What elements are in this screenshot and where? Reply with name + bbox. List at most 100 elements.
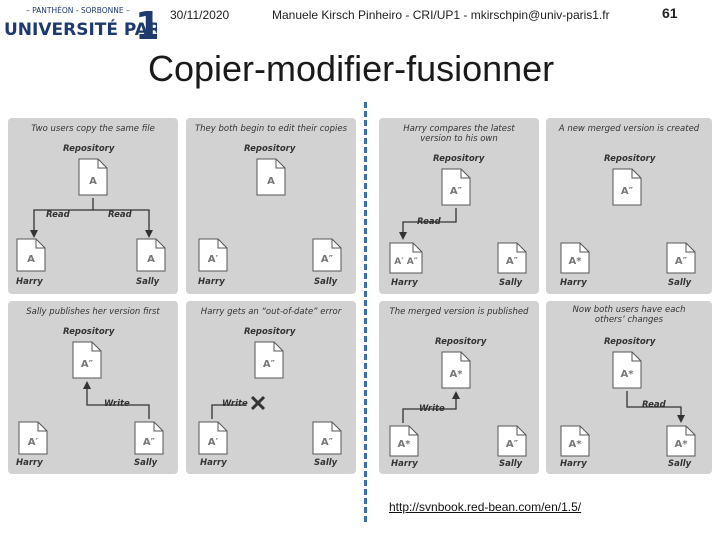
document-version: A bbox=[147, 254, 155, 265]
user-label-harry: Harry bbox=[16, 458, 43, 468]
repository-label: Repository bbox=[604, 154, 656, 164]
panel-both-have-changes: Now both users have each others’ changes… bbox=[546, 301, 712, 474]
document-version: A″ bbox=[81, 359, 94, 370]
panel-begin-edit: They both begin to edit their copies Rep… bbox=[186, 118, 356, 294]
document-icon: A″ bbox=[312, 421, 342, 455]
document-icon: A′ bbox=[198, 421, 228, 455]
write-arrow-failed bbox=[211, 404, 246, 419]
page-number: 61 bbox=[662, 5, 678, 21]
document-icon: A′ bbox=[18, 421, 48, 455]
document-version: A′ bbox=[208, 437, 219, 448]
document-icon: A* bbox=[560, 242, 590, 274]
document-icon: A* bbox=[666, 425, 696, 457]
user-label-harry: Harry bbox=[391, 459, 418, 469]
document-version: A′ bbox=[208, 254, 219, 265]
document-version: A″ bbox=[450, 186, 463, 197]
arrow-label-read: Read bbox=[642, 400, 666, 410]
panel-copy-same-file: Two users copy the same file Repository … bbox=[8, 118, 178, 294]
arrow-label-write: Write bbox=[419, 404, 445, 414]
document-icon: A″ bbox=[254, 341, 284, 379]
repository-label: Repository bbox=[433, 154, 485, 164]
document-icon: A″ bbox=[666, 242, 696, 274]
document-version: A* bbox=[621, 369, 635, 380]
document-version: A″ bbox=[143, 437, 156, 448]
logo-line2: UNIVERSITÉ PARIS bbox=[4, 18, 157, 40]
user-label-harry: Harry bbox=[198, 277, 225, 287]
document-version: A* bbox=[569, 439, 583, 450]
document-icon: A bbox=[256, 158, 286, 196]
logo-line1: – PANTHÉON - SORBONNE – bbox=[26, 6, 130, 15]
document-version: A″ bbox=[675, 256, 688, 267]
document-icon: A″ bbox=[312, 238, 342, 272]
arrow-label-write: Write bbox=[104, 399, 130, 409]
user-label-harry: Harry bbox=[560, 278, 587, 288]
error-x-icon bbox=[250, 395, 266, 411]
document-icon: A* bbox=[560, 425, 590, 457]
panel-merged-published: The merged version is published Reposito… bbox=[379, 301, 539, 474]
user-label-sally: Sally bbox=[499, 278, 523, 288]
document-icon: A′ bbox=[198, 238, 228, 272]
user-label-sally: Sally bbox=[668, 459, 692, 469]
panel-caption: Two users copy the same file bbox=[31, 124, 155, 134]
read-arrow bbox=[399, 208, 457, 240]
user-label-sally: Sally bbox=[499, 459, 523, 469]
panel-caption: Now both users have each others’ changes bbox=[572, 305, 686, 325]
slide-title: Copier-modifier-fusionner bbox=[148, 48, 555, 89]
panel-merged-version: A new merged version is created Reposito… bbox=[546, 118, 712, 294]
document-version: A″ bbox=[321, 437, 334, 448]
write-arrow bbox=[83, 381, 150, 419]
panel-caption: Sally publishes her version first bbox=[26, 307, 160, 317]
user-label-sally: Sally bbox=[136, 277, 160, 287]
document-version: A* bbox=[450, 369, 464, 380]
document-version: A″ bbox=[263, 359, 276, 370]
document-version: A″ bbox=[621, 186, 634, 197]
panel-caption: The merged version is published bbox=[389, 307, 529, 317]
document-icon: A* bbox=[441, 351, 471, 389]
repository-label: Repository bbox=[63, 327, 115, 337]
document-icon: A″ bbox=[497, 242, 527, 274]
document-version: A* bbox=[398, 439, 412, 450]
arrow-label-read: Read bbox=[417, 217, 441, 227]
user-label-harry: Harry bbox=[391, 278, 418, 288]
user-label-harry: Harry bbox=[200, 458, 227, 468]
panel-caption: Harry compares the latest version to his… bbox=[403, 124, 515, 144]
arrow-label-write: Write bbox=[222, 399, 248, 409]
slide-author: Manuele Kirsch Pinheiro - CRI/UP1 - mkir… bbox=[272, 8, 610, 22]
document-version: A bbox=[267, 176, 275, 187]
document-version: A* bbox=[569, 256, 583, 267]
write-arrow bbox=[402, 391, 460, 423]
document-version: A″ bbox=[321, 254, 334, 265]
panel-caption: They both begin to edit their copies bbox=[194, 124, 348, 134]
slide-header: – PANTHÉON - SORBONNE – UNIVERSITÉ PARIS… bbox=[0, 0, 720, 44]
document-icon: A″ bbox=[497, 425, 527, 457]
panel-caption: A new merged version is created bbox=[558, 124, 700, 134]
document-icon: A* bbox=[389, 425, 419, 457]
university-logo: – PANTHÉON - SORBONNE – UNIVERSITÉ PARIS… bbox=[2, 2, 157, 42]
document-version: A′ bbox=[28, 437, 39, 448]
slide-date: 30/11/2020 bbox=[170, 8, 230, 22]
document-version: A″ bbox=[506, 256, 519, 267]
panel-out-of-date-error: Harry gets an “out-of-date” error Reposi… bbox=[186, 301, 356, 474]
panel-compare-versions: Harry compares the latest version to his… bbox=[379, 118, 539, 294]
source-link[interactable]: http://svnbook.red-bean.com/en/1.5/ bbox=[389, 500, 582, 514]
document-icon: A″ bbox=[72, 341, 102, 379]
document-icon: A″ bbox=[441, 168, 471, 206]
repository-label: Repository bbox=[63, 144, 115, 154]
user-label-sally: Sally bbox=[134, 458, 158, 468]
repository-label: Repository bbox=[244, 327, 296, 337]
document-icon: A* bbox=[612, 351, 642, 389]
repository-label: Repository bbox=[435, 337, 487, 347]
column-divider bbox=[364, 102, 367, 522]
panel-sally-publishes: Sally publishes her version first Reposi… bbox=[8, 301, 178, 474]
repository-label: Repository bbox=[604, 337, 656, 347]
logo-numeral: 1 bbox=[135, 4, 157, 42]
document-icon: A bbox=[78, 158, 108, 196]
document-icon: A bbox=[16, 238, 46, 272]
document-version: A′ A″ bbox=[394, 257, 417, 267]
arrow-label-read: Read bbox=[46, 210, 70, 220]
document-version: A bbox=[27, 254, 35, 265]
document-icon: A″ bbox=[134, 421, 164, 455]
document-version: A bbox=[89, 176, 97, 187]
document-icon: A bbox=[136, 238, 166, 272]
panel-caption: Harry gets an “out-of-date” error bbox=[200, 307, 342, 317]
